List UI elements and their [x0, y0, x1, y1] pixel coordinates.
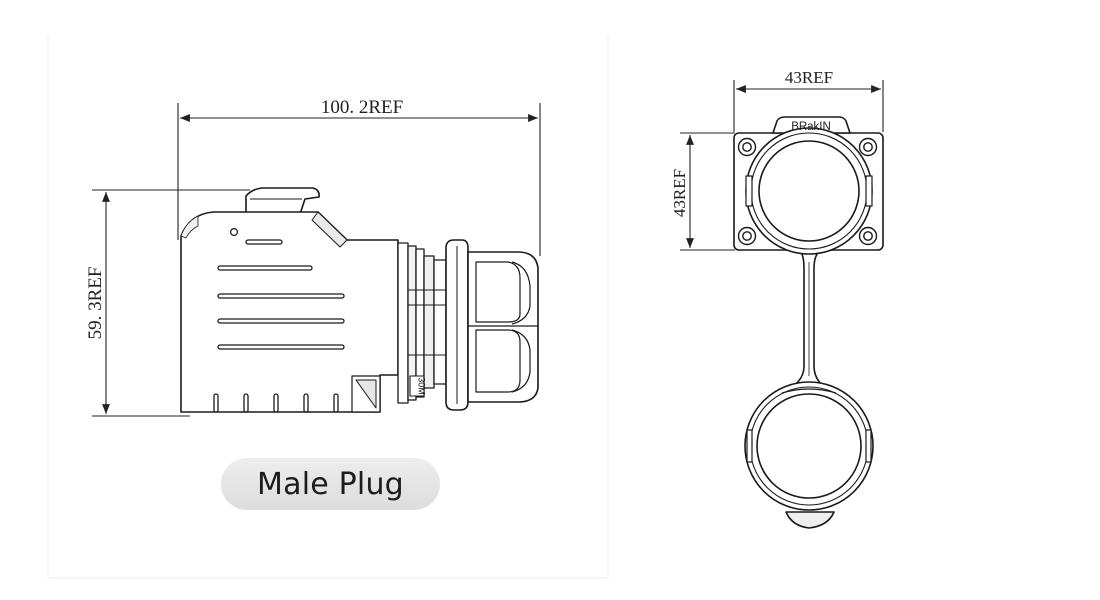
dust-cap [744, 381, 874, 529]
right-width-dimension [733, 80, 884, 132]
bottom-ribs [213, 393, 339, 413]
right-width-dimension-label: 43REF [785, 68, 833, 87]
panel-borders [47, 35, 609, 579]
flange-front-view [733, 116, 884, 389]
right-height-dimension [680, 132, 735, 251]
left-height-dimension [92, 189, 250, 417]
left-height-dimension-label: 59. 3REF [85, 267, 106, 340]
latch [245, 187, 320, 215]
male-plug-caption: Male Plug [221, 458, 440, 510]
grip-ridges [217, 239, 345, 350]
left-width-dimension-label: 100. 2REF [321, 97, 403, 118]
mounting-holes [737, 137, 878, 246]
male-plug-side-view [180, 187, 539, 413]
brand-mark: BRakIN [791, 121, 831, 133]
right-height-dimension-label: 43REF [670, 169, 689, 217]
indicator-dot [230, 228, 239, 237]
threaded-coupling [397, 242, 447, 404]
tether-strap [789, 249, 827, 389]
left-width-dimension [177, 103, 541, 256]
label-30m: 30M [417, 377, 427, 395]
